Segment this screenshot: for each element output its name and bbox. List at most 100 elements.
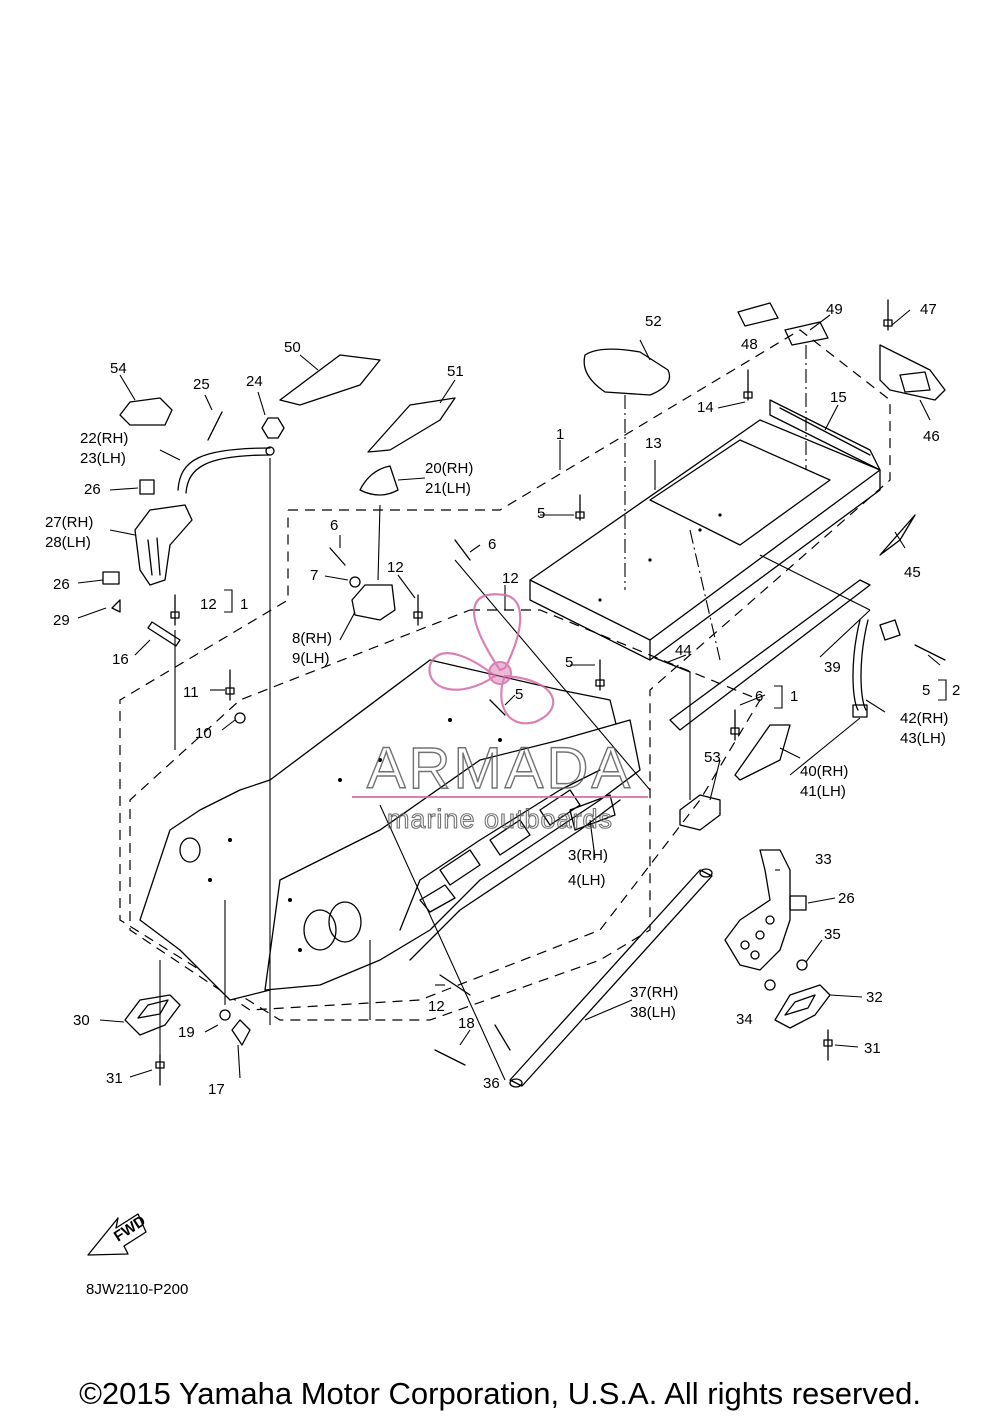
callout: 29 bbox=[53, 612, 70, 629]
callout: 19 bbox=[178, 1024, 195, 1041]
callout: 35 bbox=[824, 926, 841, 943]
callout: 10 bbox=[195, 725, 212, 742]
handle-bar-part bbox=[177, 446, 275, 494]
callout: 21(LH) bbox=[425, 480, 471, 497]
strip-part bbox=[147, 621, 181, 647]
callout: 39 bbox=[824, 659, 841, 676]
callout: 12 bbox=[428, 998, 445, 1015]
callout: 46 bbox=[923, 428, 940, 445]
block-part bbox=[679, 794, 721, 831]
flap-part bbox=[359, 465, 399, 496]
callout: 25 bbox=[193, 376, 210, 393]
callout: 11 bbox=[183, 684, 199, 701]
callout: 1 bbox=[790, 688, 798, 705]
callout: 34 bbox=[736, 1011, 753, 1028]
callout: 43(LH) bbox=[900, 730, 946, 747]
step-bracket-part bbox=[724, 849, 791, 971]
callout: 37(RH) bbox=[630, 984, 678, 1001]
leader-lines bbox=[77, 309, 941, 1081]
callout: 18 bbox=[458, 1015, 475, 1032]
decal-52 bbox=[583, 348, 671, 396]
callout: 2 bbox=[952, 682, 960, 699]
callout: 17 bbox=[208, 1081, 225, 1098]
guard-part bbox=[134, 504, 193, 586]
callout: 45 bbox=[904, 564, 921, 581]
plate-part bbox=[734, 724, 791, 781]
callout: 6 bbox=[488, 536, 496, 553]
callout: 33 bbox=[815, 851, 832, 868]
callout: 20(RH) bbox=[425, 460, 473, 477]
callout: 26 bbox=[838, 890, 855, 907]
callout: 3(RH) bbox=[568, 847, 608, 864]
rear-rail-part bbox=[769, 399, 881, 471]
svg-text:ARMADA: ARMADA bbox=[367, 736, 633, 801]
side-panel-part bbox=[569, 794, 616, 831]
callout: 14 bbox=[697, 399, 714, 416]
decal-51 bbox=[367, 397, 456, 453]
callout: 1 bbox=[556, 426, 564, 443]
callout: 53 bbox=[704, 749, 721, 766]
callout: 51 bbox=[447, 363, 464, 380]
callout: 12 bbox=[502, 570, 519, 587]
alignment-chain-lines bbox=[624, 345, 807, 661]
hitch-part bbox=[879, 344, 946, 401]
callout: 13 bbox=[645, 435, 662, 452]
decal-48 bbox=[737, 302, 779, 327]
callout: 5 bbox=[922, 682, 930, 699]
callout: 16 bbox=[112, 651, 129, 668]
callout: 24 bbox=[246, 373, 263, 390]
seat-deck-part bbox=[529, 419, 881, 661]
callout: 40(RH) bbox=[800, 763, 848, 780]
callout: 8(RH) bbox=[292, 630, 332, 647]
callout: 42(RH) bbox=[900, 710, 948, 727]
callout: 9(LH) bbox=[292, 650, 330, 667]
callout: 47 bbox=[920, 301, 937, 318]
bracket-markers bbox=[224, 589, 947, 709]
callout: 5 bbox=[565, 654, 573, 671]
callout: 50 bbox=[284, 339, 301, 356]
callout: 5 bbox=[515, 686, 523, 703]
callout: 22(RH) bbox=[80, 430, 128, 447]
callout: 41(LH) bbox=[800, 783, 846, 800]
callout: 28(LH) bbox=[45, 534, 91, 551]
callout: 5 bbox=[537, 505, 545, 522]
diagram-code: 8JW2110-P200 bbox=[86, 1281, 189, 1298]
callout: 54 bbox=[110, 360, 127, 377]
callout: 36 bbox=[483, 1075, 500, 1092]
callout: 32 bbox=[866, 989, 883, 1006]
callout: 1 bbox=[240, 596, 248, 613]
callout: 26 bbox=[84, 481, 101, 498]
mount-bracket-part bbox=[351, 584, 396, 621]
callout: 6 bbox=[755, 688, 763, 705]
copyright-notice: ©2015 Yamaha Motor Corporation, U.S.A. A… bbox=[79, 1376, 921, 1411]
callout: 15 bbox=[830, 389, 847, 406]
front-step-part bbox=[124, 994, 181, 1036]
step-plate-part bbox=[774, 984, 831, 1029]
fasteners bbox=[102, 299, 946, 1086]
callout: 31 bbox=[864, 1040, 881, 1057]
callout: 38(LH) bbox=[630, 1004, 676, 1021]
callout: 26 bbox=[53, 576, 70, 593]
callout: 48 bbox=[741, 336, 758, 353]
callout: 31 bbox=[106, 1070, 123, 1087]
callout: 27(RH) bbox=[45, 514, 93, 531]
callout: 52 bbox=[645, 313, 662, 330]
decal-49 bbox=[784, 321, 829, 346]
callout: 49 bbox=[826, 301, 843, 318]
strap-part bbox=[852, 619, 901, 718]
svg-text:marine outboards: marine outboards bbox=[387, 804, 613, 834]
watermark-brand: ARMADA marine outboards bbox=[352, 735, 648, 835]
callout: 12 bbox=[200, 596, 217, 613]
callout: 23(LH) bbox=[80, 450, 126, 467]
callout: 12 bbox=[387, 559, 404, 576]
side-rail-part bbox=[669, 579, 871, 731]
watermark-logo-icon bbox=[428, 593, 555, 725]
callout-labels: 1 12 1 12 12 12 1 2 3(RH) 4(LH) 5 5 5 5 … bbox=[45, 301, 960, 1098]
callout: 30 bbox=[73, 1012, 90, 1029]
callout: 4(LH) bbox=[568, 872, 606, 889]
forward-arrow-icon: FWD bbox=[87, 1212, 149, 1256]
decal-50 bbox=[279, 354, 381, 406]
callout: 6 bbox=[330, 517, 338, 534]
callout: 44 bbox=[675, 642, 692, 659]
